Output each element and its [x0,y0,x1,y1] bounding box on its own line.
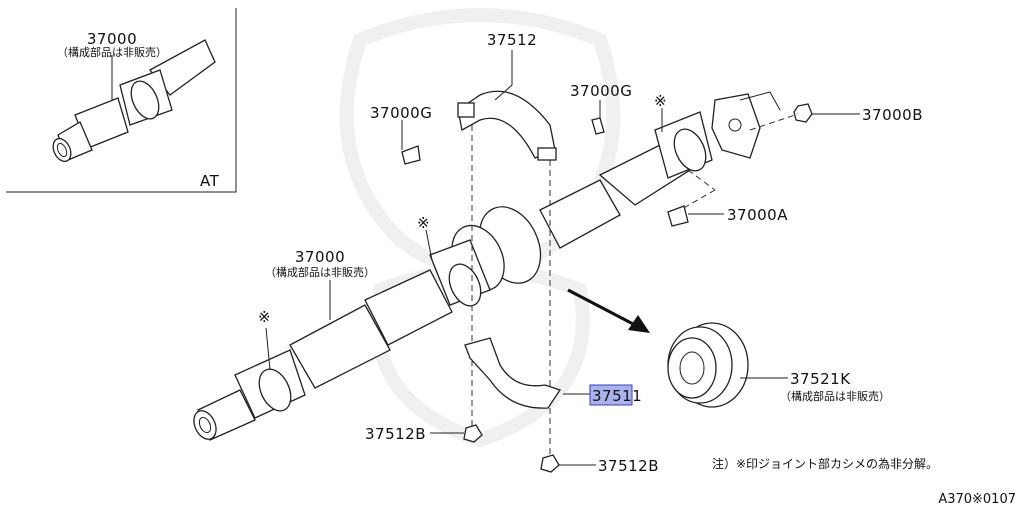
grommet-37000G-left [401,145,421,165]
callout-37521K: 37521K [790,370,851,388]
inset-border [6,8,237,193]
inset-part-number: 37000 [87,30,137,48]
callout-37000G-right: 37000G [570,82,632,100]
center-bearing-37521K [667,322,749,408]
grommet-37000G-right [591,117,605,135]
callout-37512B-right: 37512B [598,457,659,475]
callout-highlight-37511 [589,384,633,406]
propeller-shaft-assembly [193,91,781,441]
bolt-37000A [667,205,689,227]
hardware-parts [401,103,813,473]
footnote: 注）※印ジョイント部カシメの為非分解。 [712,456,938,471]
leader-lines [111,50,860,466]
asterisk-marker-center: ※ [417,214,430,232]
callout-37000A: 37000A [727,206,788,224]
nut-37512B-left [463,424,483,443]
inset-shaft-drawing [52,39,216,163]
bracket-37511 [464,337,562,409]
bracket-37512 [457,90,557,161]
callout-37512B-left: 37512B [365,425,426,443]
nut-37000B [793,103,813,123]
callout-37512-top: 37512 [487,31,537,49]
callout-37000B: 37000B [862,106,923,124]
callout-37000-main-note: （構成部品は非販売） [265,265,375,279]
detail-arrow [567,288,650,333]
assembly-guide-lines [471,113,799,458]
diagram-code: A370※0107 [938,492,1016,507]
asterisk-marker-front: ※ [258,308,271,326]
callout-37511: 37511 [592,387,642,405]
callout-37000G-left: 37000G [370,104,432,122]
inset-variant-tag: AT [200,172,220,190]
asterisk-marker-rear: ※ [654,92,667,110]
callout-37521K-note: （構成部品は非販売） [780,389,890,403]
nut-37512B-right [540,454,560,473]
inset-part-note: （構成部品は非販売） [57,45,167,59]
inset-at-variant [6,8,237,193]
callout-37000-main: 37000 [295,248,345,266]
